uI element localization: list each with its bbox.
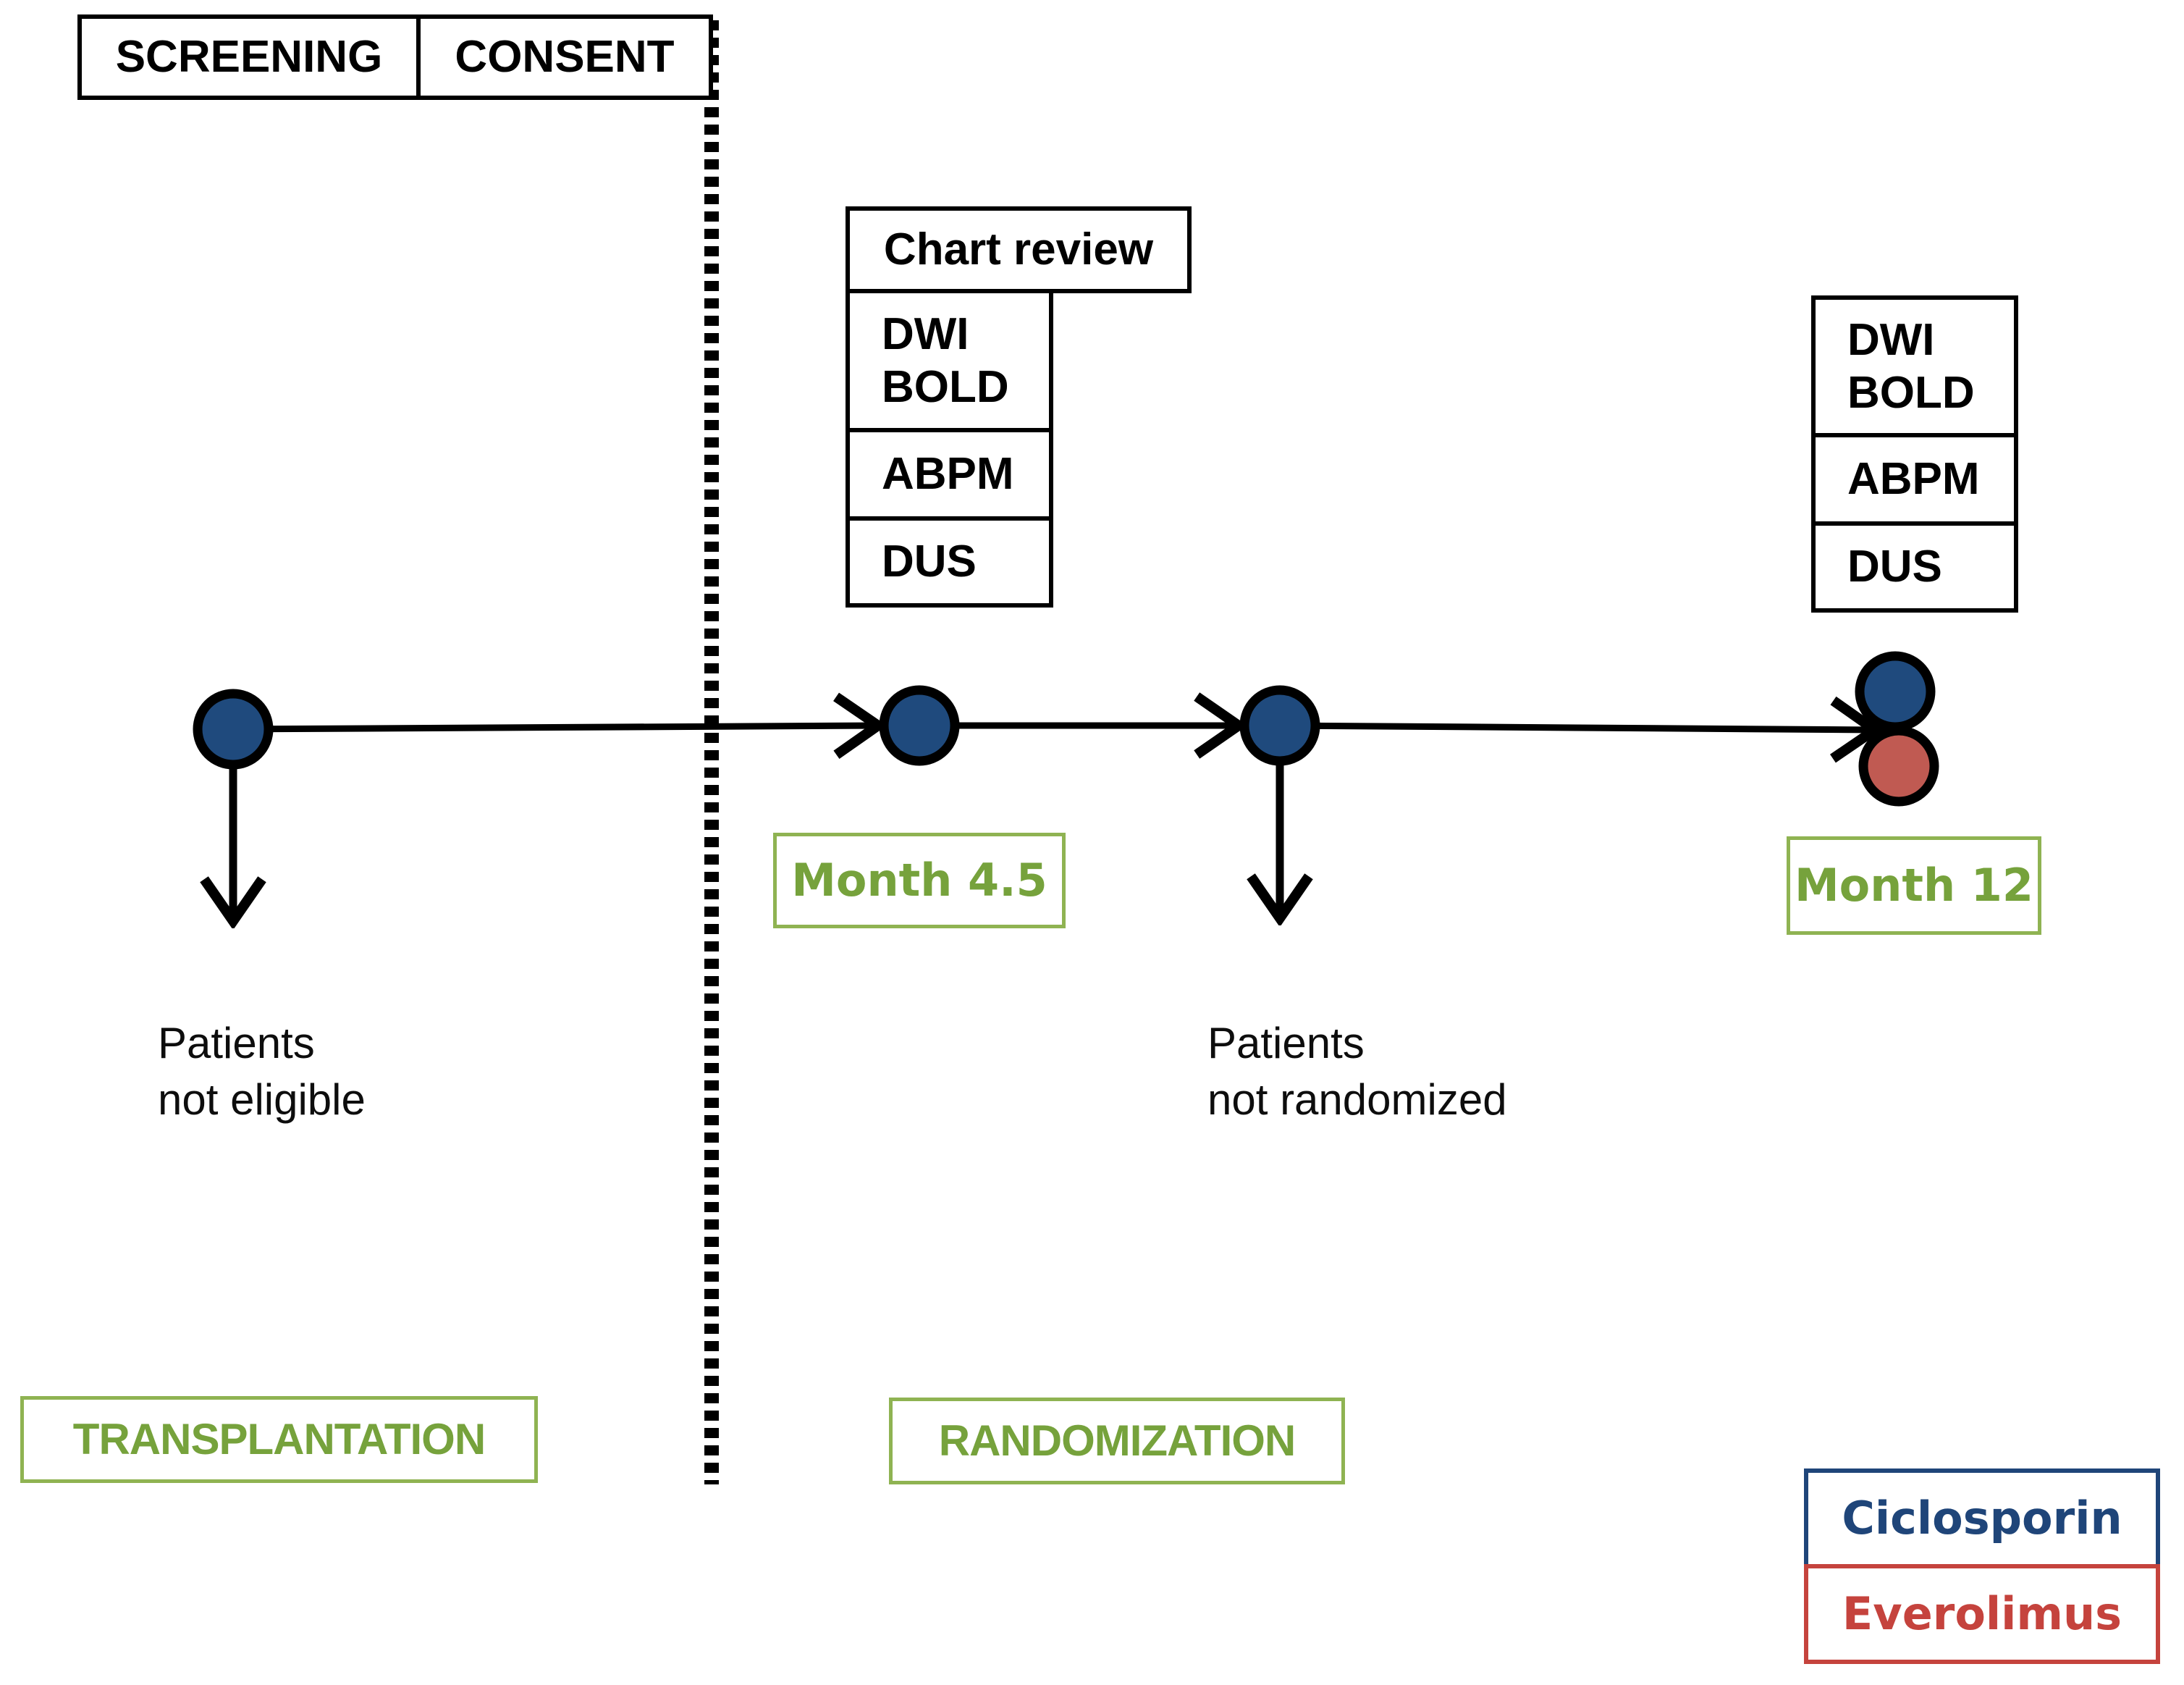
legend-ciclosporin-label: Ciclosporin (1842, 1492, 2122, 1545)
timeline-node-month4-5 (879, 685, 960, 766)
dus-box-month4-5: DUS (846, 516, 1053, 608)
dwi-bold-box-month12: DWI BOLD (1811, 295, 2018, 437)
randomization-box: RANDOMIZATION (889, 1398, 1345, 1484)
timeline-arrow-randomization-to-month12 (1279, 726, 1875, 730)
dwi-bold-box-month4-5: DWI BOLD (846, 289, 1053, 432)
dus-label: DUS (882, 537, 977, 587)
month-12-label: Month 12 (1794, 859, 2034, 912)
transplantation-box: TRANSPLANTATION (20, 1396, 538, 1483)
chart-review-label: Chart review (883, 224, 1154, 275)
patients-not-randomized-line2: not randomized (1207, 1075, 1507, 1124)
legend-everolimus-label: Everolimus (1842, 1587, 2122, 1640)
chart-review-box: Chart review (846, 206, 1192, 293)
timeline-arrow-baseline-to-month4-5 (232, 726, 878, 729)
timeline-node-randomization (1239, 685, 1320, 766)
patients-not-eligible-note: Patients not eligible (158, 1015, 366, 1128)
dwi-label: DWI (1847, 314, 1935, 365)
abpm-label: ABPM (1847, 454, 1980, 505)
screening-consent-table: SCREENING CONSENT (77, 14, 713, 100)
month-4-5-box: Month 4.5 (773, 833, 1066, 928)
screening-label: SCREENING (115, 32, 383, 82)
legend-everolimus: Everolimus (1804, 1564, 2160, 1664)
patients-not-eligible-line2: not eligible (158, 1075, 366, 1124)
month-4-5-label: Month 4.5 (791, 854, 1047, 907)
transplantation-label: TRANSPLANTATION (72, 1415, 486, 1463)
timeline-node-month12-everolimus (1858, 726, 1939, 807)
abpm-label: ABPM (882, 449, 1014, 500)
timeline-node-month12-ciclosporin (1855, 651, 1936, 732)
screening-cell: SCREENING (82, 19, 421, 96)
patients-not-eligible-line1: Patients (158, 1019, 315, 1067)
timeline-node-baseline (193, 689, 274, 770)
consent-cell: CONSENT (421, 19, 709, 96)
dus-box-month12: DUS (1811, 521, 2018, 613)
consent-label: CONSENT (455, 32, 675, 82)
bold-label: BOLD (1847, 368, 1975, 418)
phase-divider-dotted-line (704, 20, 719, 1484)
bold-label: BOLD (882, 362, 1009, 412)
patients-not-randomized-note: Patients not randomized (1207, 1015, 1507, 1128)
patients-not-randomized-line1: Patients (1207, 1019, 1365, 1067)
abpm-box-month4-5: ABPM (846, 428, 1053, 521)
randomization-label: RANDOMIZATION (938, 1416, 1296, 1465)
month-12-box: Month 12 (1787, 836, 2041, 935)
abpm-box-month12: ABPM (1811, 433, 2018, 526)
dus-label: DUS (1847, 542, 1942, 592)
legend-ciclosporin: Ciclosporin (1804, 1468, 2160, 1568)
dwi-label: DWI (882, 308, 969, 359)
